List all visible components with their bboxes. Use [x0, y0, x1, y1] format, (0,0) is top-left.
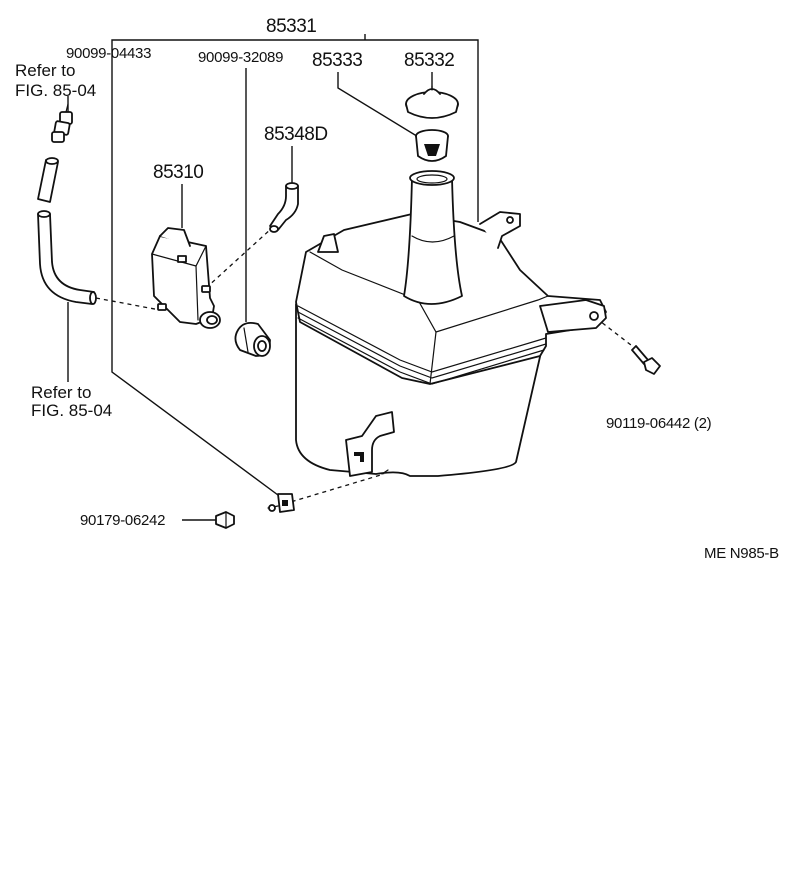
bent-hose — [37, 210, 97, 305]
label-pump-clip: 90099-04433 — [66, 45, 151, 62]
label-strainer: 85333 — [312, 50, 362, 71]
label-upper-ref-line1: Refer to — [15, 61, 75, 80]
tank-bolt — [631, 345, 661, 375]
hose-connector — [51, 103, 73, 143]
label-upper-ref-line2: FIG. 85-04 — [15, 81, 96, 100]
label-pump: 85310 — [153, 162, 203, 183]
label-lower-ref-line2: FIG. 85-04 — [31, 401, 112, 420]
connection-dashes — [95, 227, 641, 505]
label-lower-ref-line1: Refer to — [31, 383, 91, 402]
washer-pump — [151, 227, 221, 329]
label-tank-bolt: 90119-06442 (2) — [606, 415, 712, 432]
strainer — [415, 129, 449, 162]
pump-clip — [267, 493, 295, 513]
grommet — [234, 321, 271, 357]
label-diagram-code: ME N985-B — [704, 545, 779, 562]
reservoir-tank — [295, 170, 607, 477]
leader-lines — [67, 34, 479, 521]
label-grommet: 90099-32089 — [198, 49, 283, 66]
label-cap: 85332 — [404, 50, 454, 71]
reservoir-cap — [405, 85, 459, 119]
label-elbow-hose: 85348D — [264, 124, 328, 145]
label-assembly: 85331 — [266, 16, 316, 37]
straight-hose — [37, 157, 59, 203]
elbow-hose — [269, 182, 299, 233]
labels: 85331 85332 85333 85310 85348D 90099-320… — [15, 16, 779, 562]
label-lower-bolt: 90179-06242 — [80, 512, 165, 529]
lower-bolt — [215, 511, 235, 529]
